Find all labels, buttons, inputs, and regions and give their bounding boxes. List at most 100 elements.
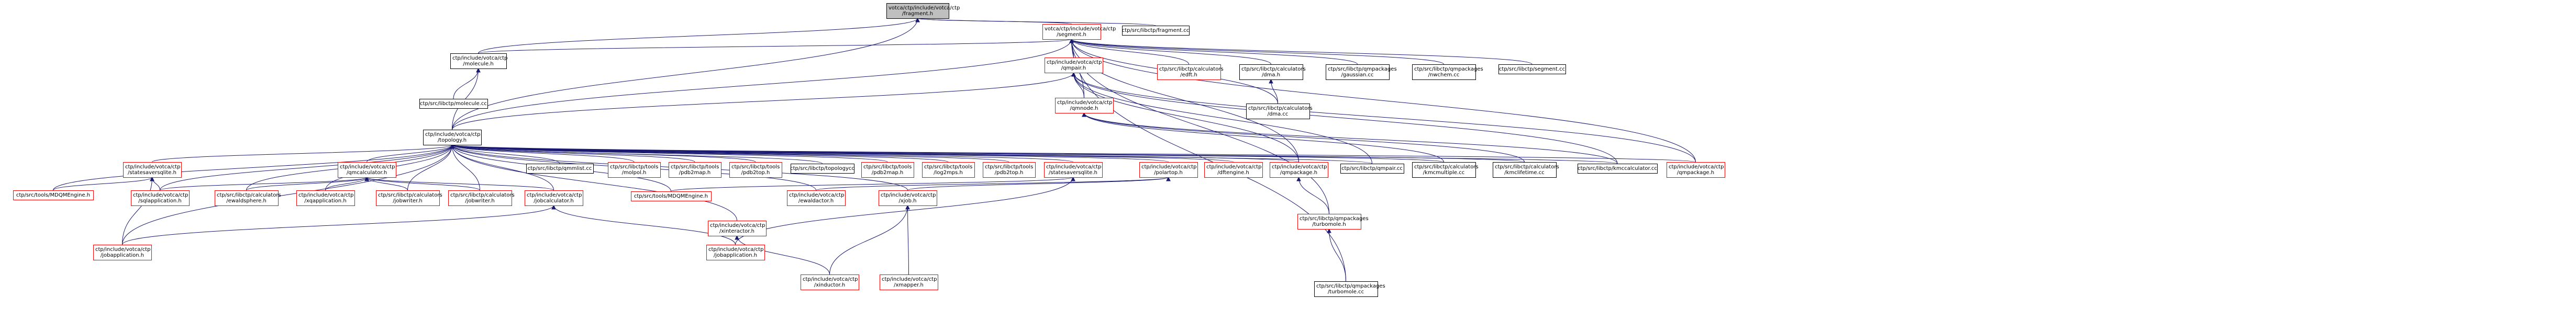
graph-node[interactable]: ctp/include/votca/ctp/qmpackage.h bbox=[1667, 162, 1725, 178]
node-box bbox=[1412, 162, 1476, 178]
graph-node[interactable]: ctp/src/libctp/fragment.cc bbox=[1122, 26, 1190, 36]
graph-node[interactable]: votca/ctp/include/votca/ctp/segment.h bbox=[1042, 24, 1116, 40]
edge-arrowhead bbox=[150, 176, 154, 181]
graph-node[interactable]: ctp/include/votca/ctp/statesaversqlite.h bbox=[123, 162, 182, 178]
node-label-line: /qmnode.h bbox=[1070, 106, 1098, 111]
node-label-line: ctp/include/votca/ctp bbox=[789, 192, 844, 198]
graph-node[interactable]: ctp/src/libctp/calculators/dma.h bbox=[1239, 64, 1306, 80]
node-box bbox=[708, 221, 767, 236]
graph-node[interactable]: ctp/src/libctp/segment.cc bbox=[1498, 64, 1566, 74]
node-label-line: ctp/src/libctp/topologycc bbox=[790, 166, 854, 171]
node-label-line: ctp/src/tools/MDQMEngine.h bbox=[634, 193, 708, 199]
node-box bbox=[880, 274, 938, 290]
edge-line bbox=[1073, 72, 1696, 163]
node-label-line: ctp/include/votca/ctp bbox=[1669, 164, 1724, 170]
node-box bbox=[983, 162, 1036, 178]
node-label-line: ctp/include/votca/ctp bbox=[95, 247, 150, 253]
node-label-line: ctp/include/votca/ctp bbox=[125, 164, 180, 170]
dependency-edge bbox=[160, 176, 369, 191]
edge-line bbox=[478, 39, 1072, 54]
graph-node[interactable]: ctp/include/votca/ctp/jobcalculator.h bbox=[525, 190, 583, 206]
graph-node[interactable]: ctp/src/libctp/calculators/jobwriter.h bbox=[376, 190, 442, 206]
graph-node[interactable]: ctp/include/votca/ctp/xjob.h bbox=[879, 190, 937, 206]
graph-node[interactable]: ctp/src/libctp/qmpackages/turbomole.cc bbox=[1314, 281, 1385, 297]
node-label-line: ctp/src/libctp/molecule.cc bbox=[420, 101, 487, 107]
graph-node[interactable]: ctp/src/libctp/qmpackages/gaussian.cc bbox=[1326, 64, 1397, 80]
edge-arrowhead bbox=[915, 17, 920, 22]
graph-node[interactable]: ctp/src/libctp/tools/log2mps.h bbox=[922, 162, 975, 178]
node-label-line: /kmcmultiple.cc bbox=[1423, 170, 1464, 176]
graph-node[interactable]: ctp/include/votca/ctp/polartop.h bbox=[1139, 162, 1198, 178]
graph-node[interactable]: ctp/include/votca/ctp/xqapplication.h bbox=[296, 190, 355, 206]
edge-line bbox=[1071, 39, 1696, 163]
graph-node[interactable]: ctp/include/votca/ctp/topology.h bbox=[423, 130, 482, 145]
graph-node[interactable]: ctp/src/libctp/tools/pdb2top.h bbox=[983, 162, 1036, 178]
node-box bbox=[791, 164, 854, 174]
node-label-line: ctp/src/libctp/segment.cc bbox=[1499, 66, 1565, 72]
graph-node[interactable]: ctp/include/votca/ctp/xinteractor.h bbox=[708, 221, 767, 236]
graph-node[interactable]: ctp/include/votca/ctp/jobapplication.h bbox=[706, 245, 765, 260]
edge-line bbox=[452, 144, 1618, 164]
graph-node[interactable]: ctp/src/libctp/qmpair.cc bbox=[1340, 164, 1404, 174]
graph-node[interactable]: ctp/src/libctp/tools/molpol.h bbox=[608, 162, 661, 178]
graph-node[interactable]: ctp/src/libctp/tools/pdb2map.h bbox=[861, 162, 914, 178]
edge-line bbox=[1073, 72, 1372, 164]
graph-node[interactable]: ctp/src/libctp/calculators/kmcmultiple.c… bbox=[1412, 162, 1479, 178]
node-box bbox=[1204, 162, 1263, 178]
node-label-line: /statesaversqlite.h bbox=[1049, 170, 1097, 176]
edge-line bbox=[122, 144, 452, 245]
graph-node[interactable]: ctp/src/libctp/calculators/ewaldsphere.h bbox=[215, 190, 281, 206]
edge-line bbox=[1073, 72, 1618, 164]
graph-node[interactable]: ctp/src/libctp/qmpackages/turbomole.h bbox=[1297, 214, 1369, 230]
graph-node[interactable]: ctp/src/libctp/topologycc bbox=[790, 164, 854, 174]
node-box bbox=[608, 162, 661, 178]
edge-arrowhead bbox=[1296, 176, 1301, 181]
edge-line bbox=[1071, 39, 1358, 65]
graph-node[interactable]: ctp/src/libctp/calculators/dma.cc bbox=[1246, 104, 1313, 119]
graph-node[interactable]: ctp/include/votca/ctp/xmapper.h bbox=[880, 274, 938, 290]
graph-node[interactable]: ctp/src/libctp/calculators/edft.h bbox=[1157, 64, 1224, 80]
graph-node[interactable]: ctp/include/votca/ctp/qmpair.h bbox=[1045, 58, 1103, 73]
graph-node[interactable]: ctp/src/libctp/qmmlist.cc bbox=[526, 164, 594, 174]
graph-node[interactable]: ctp/src/libctp/molecule.cc bbox=[419, 99, 488, 109]
edge-arrowhead bbox=[450, 144, 454, 149]
graph-node[interactable]: ctp/src/libctp/tools/pdb2map.h bbox=[669, 162, 721, 178]
node-box bbox=[669, 162, 721, 178]
node-label-line: /turbomole.h bbox=[1312, 222, 1346, 227]
graph-node[interactable]: ctp/src/tools/MDQMEngine.h bbox=[13, 190, 94, 200]
graph-node[interactable]: ctp/src/libctp/tools/pdb2top.h bbox=[729, 162, 782, 178]
graph-node[interactable]: ctp/include/votca/ctp/xinductor.h bbox=[801, 274, 859, 290]
graph-node[interactable]: ctp/include/votca/ctp/dftengine.h bbox=[1204, 162, 1263, 178]
node-label-line: /molecule.h bbox=[463, 61, 493, 67]
node-box bbox=[525, 190, 583, 206]
edge-line bbox=[1329, 228, 1346, 282]
graph-node[interactable]: ctp/include/votca/ctp/statesaversqlite.h bbox=[1044, 162, 1103, 178]
node-label-line: ctp/src/libctp/tools bbox=[924, 164, 972, 170]
graph-node[interactable]: ctp/src/libctp/calculators/kmclifetime.c… bbox=[1493, 162, 1559, 178]
graph-node[interactable]: ctp/include/votca/ctp/molecule.h bbox=[450, 53, 508, 69]
node-box bbox=[1326, 64, 1390, 80]
edge-line bbox=[53, 177, 152, 191]
graph-node: votca/ctp/include/votca/ctp/fragment.h bbox=[886, 3, 960, 19]
graph-node[interactable]: ctp/src/libctp/kmccalculator.cc bbox=[1578, 164, 1658, 174]
edge-line bbox=[1073, 72, 1299, 163]
node-label-line: /pdb2top.h bbox=[995, 170, 1024, 176]
graph-node[interactable]: ctp/include/votca/ctp/jobapplication.h bbox=[93, 245, 152, 260]
graph-node[interactable]: ctp/include/votca/ctp/qmnode.h bbox=[1055, 98, 1114, 113]
graph-node[interactable]: ctp/include/votca/ctp/sqlapplication.h bbox=[131, 190, 190, 206]
node-label-line: /pdb2map.h bbox=[679, 170, 711, 176]
dependency-edge bbox=[452, 72, 1076, 130]
dependency-edge bbox=[829, 204, 910, 275]
graph-node[interactable]: ctp/include/votca/ctp/qmcalculator.h bbox=[338, 162, 396, 178]
graph-node[interactable]: ctp/src/libctp/calculators/jobwriter.h bbox=[448, 190, 515, 206]
node-label-line: ctp/include/votca/ctp bbox=[710, 223, 765, 228]
node-box bbox=[526, 164, 594, 174]
graph-node[interactable]: ctp/include/votca/ctp/qmpackage.h bbox=[1270, 162, 1328, 178]
dependency-edge bbox=[735, 235, 830, 275]
node-label-line: /nwchem.cc bbox=[1428, 72, 1460, 78]
graph-node[interactable]: ctp/src/tools/MDQMEngine.h bbox=[631, 191, 712, 201]
node-label-line: /molpol.h bbox=[622, 170, 647, 176]
graph-node[interactable]: ctp/src/libctp/qmpackages/nwchem.cc bbox=[1412, 64, 1483, 80]
graph-node[interactable]: ctp/include/votca/ctp/ewaldactor.h bbox=[787, 190, 846, 206]
dependency-edge bbox=[551, 204, 736, 245]
